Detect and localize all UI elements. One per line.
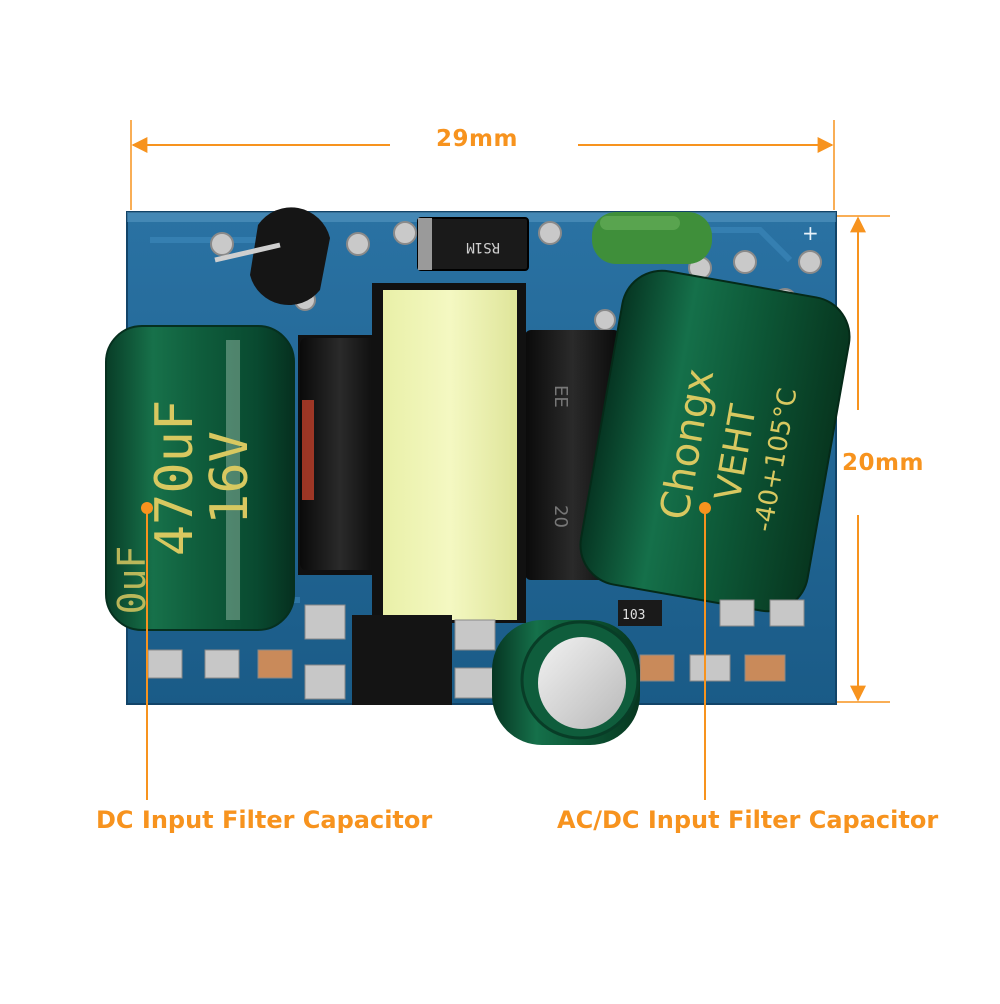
transistor [214, 207, 330, 306]
height-dimension-label: 20mm [842, 450, 924, 476]
svg-text:470uF: 470uF [145, 400, 205, 557]
svg-text:103: 103 [622, 608, 645, 623]
diode: RS1M [417, 217, 529, 271]
output-capacitor [492, 620, 640, 745]
acdc-input-capacitor-callout: AC/DC Input Filter Capacitor [557, 806, 939, 834]
smd-components: 103 [147, 599, 805, 705]
svg-text:16V: 16V [200, 431, 260, 525]
transformer: EE 20 [298, 283, 628, 623]
dc-input-capacitor-callout: DC Input Filter Capacitor [96, 806, 433, 834]
dimension-width [130, 120, 835, 210]
dimension-height [832, 215, 890, 703]
capacitor-acdc-input: Chongx VEHT -40+105°C [579, 269, 851, 613]
width-dimension-label: 29mm [436, 126, 518, 152]
svg-text:20: 20 [550, 505, 571, 528]
capacitor-dc-input: 470uF 16V 0uF [105, 325, 295, 631]
svg-text:EE: EE [550, 385, 571, 408]
callout-lines [146, 508, 706, 800]
plus-marking: + [802, 221, 819, 245]
safety-capacitor [592, 212, 712, 264]
svg-text:RS1M: RS1M [466, 239, 500, 255]
